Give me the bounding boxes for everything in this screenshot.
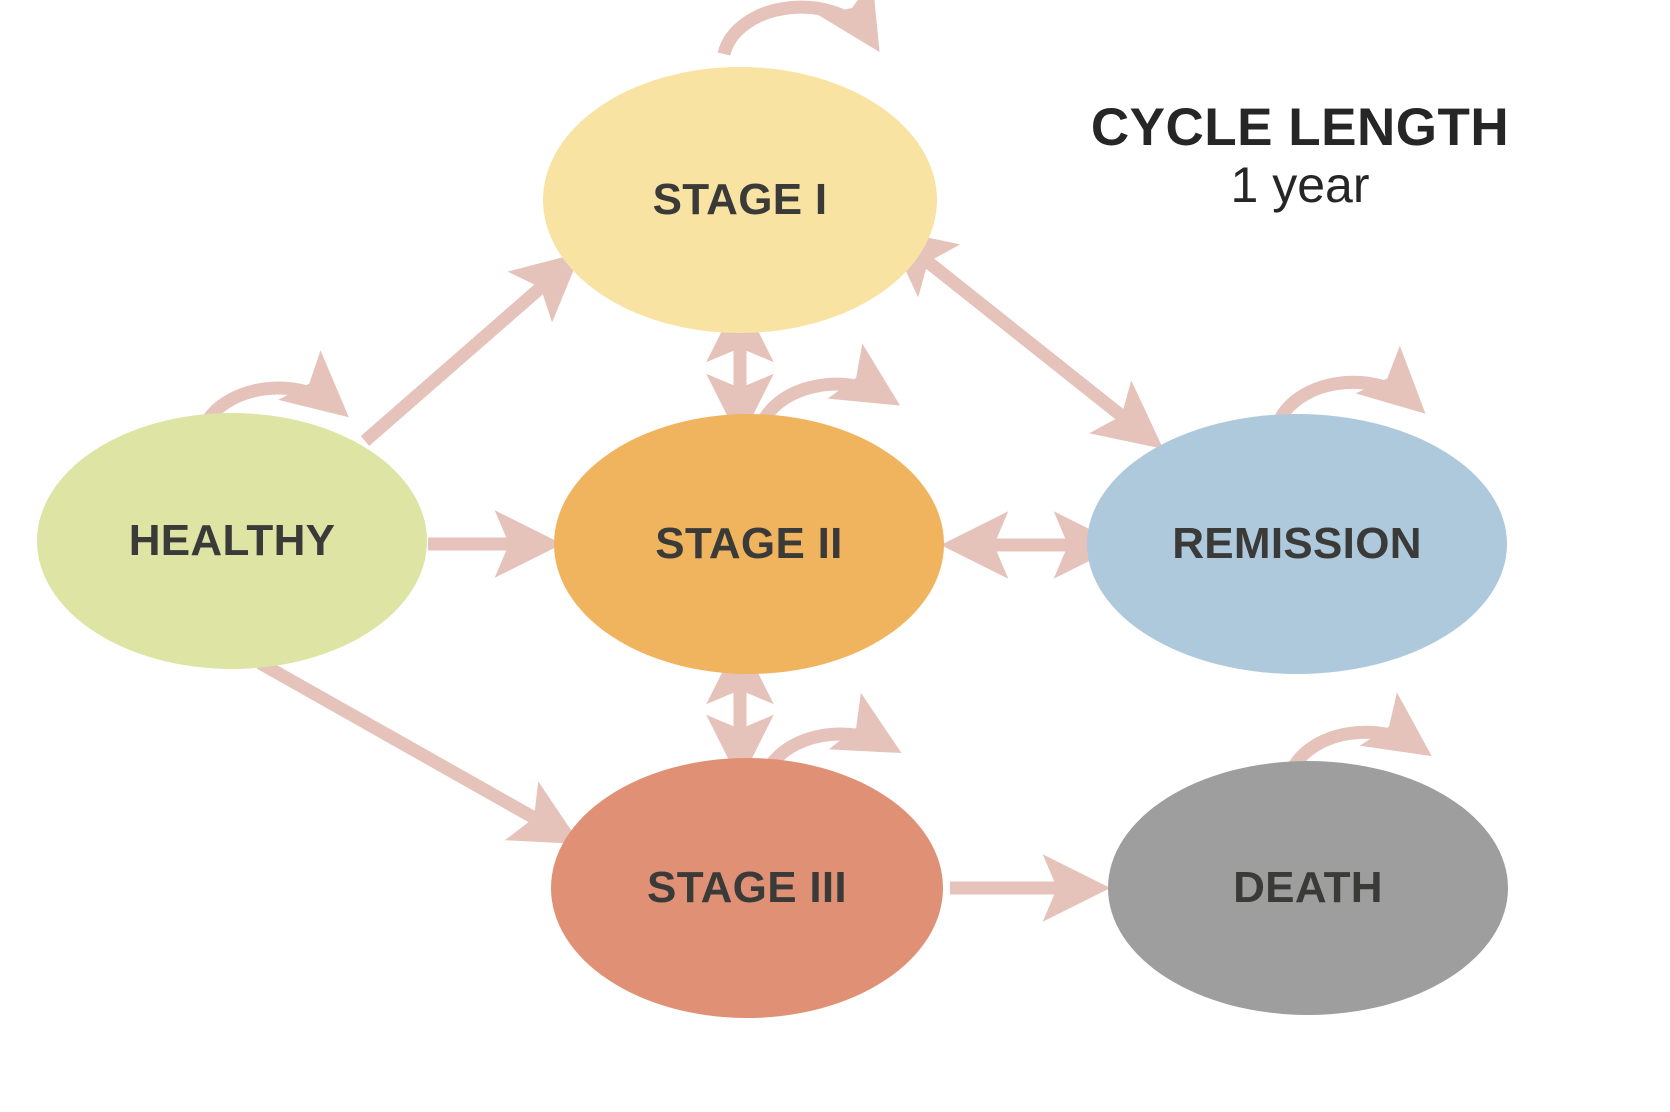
node-remission-label: REMISSION (1172, 519, 1422, 568)
node-stage1[interactable]: STAGE I (543, 67, 937, 333)
edge-stage1-self-loop (717, 0, 880, 56)
edge-stage1-remission (886, 228, 1164, 449)
node-healthy[interactable]: HEALTHY (37, 413, 427, 669)
node-stage2-label: STAGE II (655, 519, 843, 568)
node-stage2[interactable]: STAGE II (554, 414, 944, 674)
node-stage3[interactable]: STAGE III (551, 758, 943, 1018)
node-death[interactable]: DEATH (1108, 761, 1508, 1015)
node-remission[interactable]: REMISSION (1087, 414, 1507, 674)
cycle-length-value: 1 year (1230, 157, 1370, 214)
node-stage3-label: STAGE III (647, 863, 847, 912)
edge-healthy-to-stage1 (360, 252, 581, 446)
edge-healthy-to-stage3 (256, 657, 581, 845)
cycle-length-legend: CYCLE LENGTH 1 year (1070, 98, 1530, 215)
cycle-length-title: CYCLE LENGTH (1090, 98, 1510, 157)
node-death-label: DEATH (1233, 863, 1383, 912)
node-stage1-label: STAGE I (652, 175, 828, 224)
node-healthy-label: HEALTHY (128, 516, 336, 565)
